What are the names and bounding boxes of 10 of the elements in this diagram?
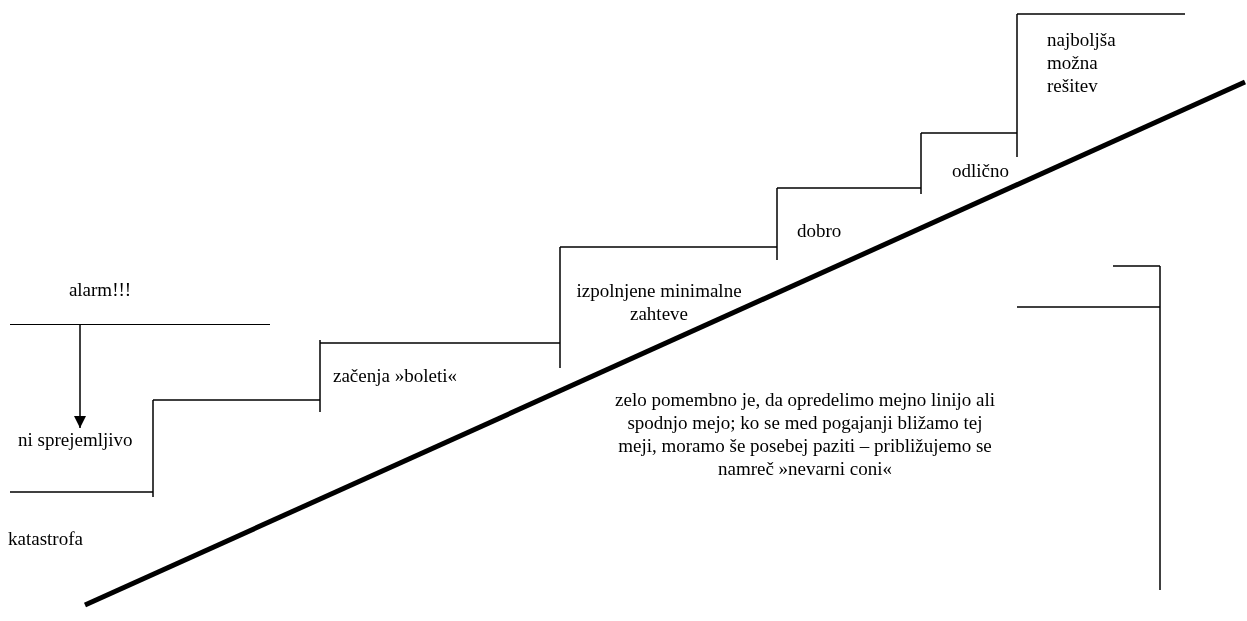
level-label: katastrofa [8,527,84,550]
level-label: ni sprejemljivo [18,429,133,450]
note-paragraph: zelo pomembno je, da opredelimo mejno linijo ali spodnjo mejo; ko se med pogajanji bližamo tej meji, moramo še posebej paziti – približujemo se namreč »nevarni coni« [614,388,996,480]
level-label: začenja »boleti« [333,364,458,387]
level-label: alarm!!! [68,279,132,300]
level-label: najboljša možna rešitev [1047,28,1117,97]
level-label: odlično [952,159,1010,182]
level-label: dobro [797,219,843,242]
arrow [74,324,86,429]
level-label: izpolnjene minimalne zahteve [575,279,743,325]
